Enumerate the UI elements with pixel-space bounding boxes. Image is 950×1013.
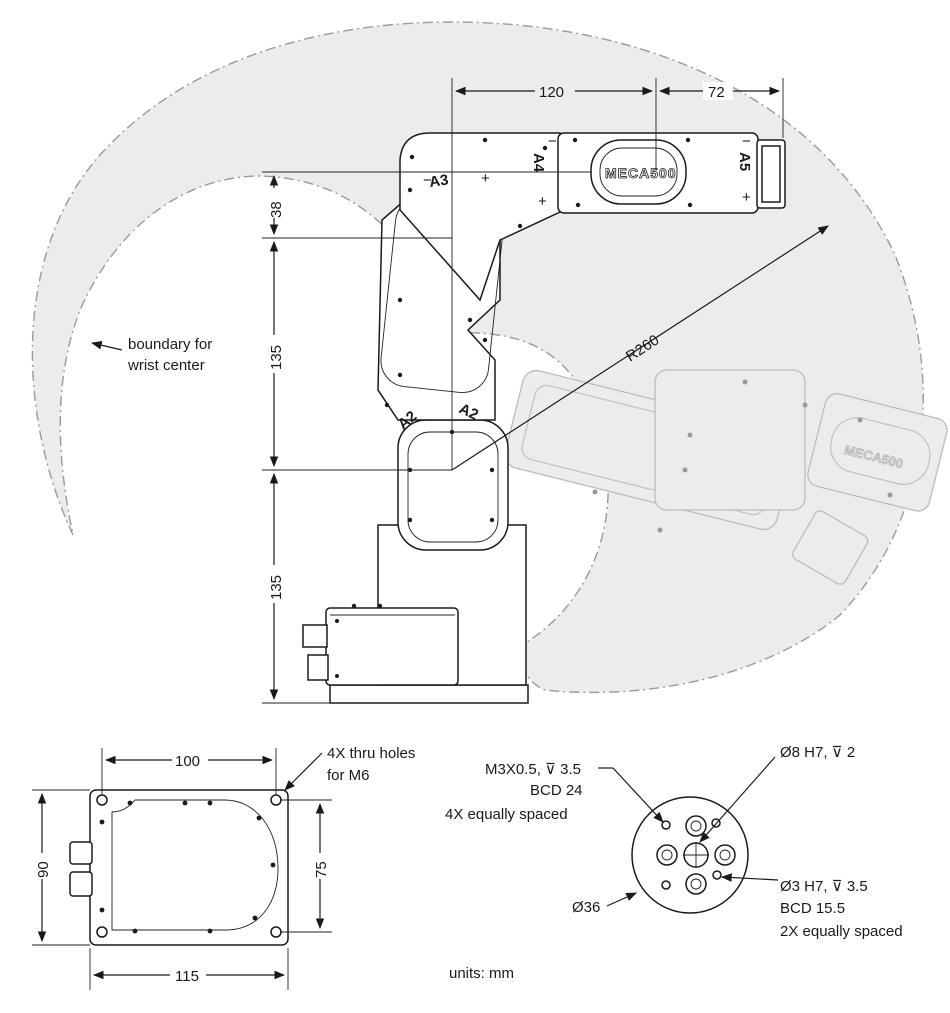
ghost-arm: MECA500 — [504, 369, 948, 585]
units-note: units: mm — [449, 965, 514, 982]
axis-label-a4: A4 — [530, 153, 547, 173]
robot-side-view: MECA500 A2 A2 A3 A4 A5 − + − + − + — [302, 132, 786, 704]
mount-hole — [96, 926, 108, 938]
m3-label-line2: BCD 24 — [530, 782, 583, 799]
pin-label-line1: Ø3 H7, ⊽ 3.5 — [780, 878, 868, 895]
a4-minus-sign: − — [548, 133, 557, 150]
robot-logo: MECA500 — [605, 165, 677, 181]
m3-label-line3: 4X equally spaced — [445, 806, 568, 823]
axis-label-a5: A5 — [736, 152, 753, 171]
bore-label: Ø8 H7, ⊽ 2 — [780, 744, 855, 761]
mount-hole — [270, 794, 282, 806]
boundary-label-line2: wrist center — [127, 357, 205, 374]
dim-flange-diameter: Ø36 — [572, 899, 600, 916]
dim-base-overall: 115 — [175, 968, 199, 985]
dim-upper-arm-length: 135 — [268, 345, 285, 370]
pin-label-line2: BCD 15.5 — [780, 900, 845, 917]
boundary-label-line1: boundary for — [128, 336, 212, 353]
a3-minus-sign: − — [423, 172, 432, 189]
dim-base-depth: 90 — [35, 861, 52, 878]
dim-link-offset: 38 — [268, 201, 285, 218]
dim-hole-spacing: 75 — [313, 861, 330, 878]
dim-forearm-length: 120 — [539, 84, 564, 101]
dim-base-height: 135 — [268, 575, 285, 600]
dim-base-width: 100 — [175, 753, 200, 770]
axis-label-a2-right: A2 — [456, 400, 481, 424]
holes-label-line1: 4X thru holes — [327, 745, 415, 762]
mount-hole — [270, 926, 282, 938]
dim-wrist-offset: 72 — [708, 84, 725, 101]
mount-hole — [96, 794, 108, 806]
a3-plus-sign: + — [481, 170, 490, 187]
a4-plus-sign: + — [538, 193, 547, 210]
a5-minus-sign: − — [742, 133, 751, 150]
side-view-dimensions: 120 72 38 135 135 R260 boundary for wris… — [90, 78, 829, 704]
holes-label-line2: for M6 — [327, 767, 370, 784]
base-top-view: 100 90 75 115 4X thru holes for M6 — [32, 745, 415, 990]
pin-label-line3: 2X equally spaced — [780, 923, 903, 940]
m3-label-line1: M3X0.5, ⊽ 3.5 — [485, 761, 581, 778]
tool-flange-view: M3X0.5, ⊽ 3.5 BCD 24 4X equally spaced Ø… — [445, 744, 903, 940]
a5-plus-sign: + — [742, 189, 751, 206]
axis-label-a3: A3 — [428, 171, 449, 191]
